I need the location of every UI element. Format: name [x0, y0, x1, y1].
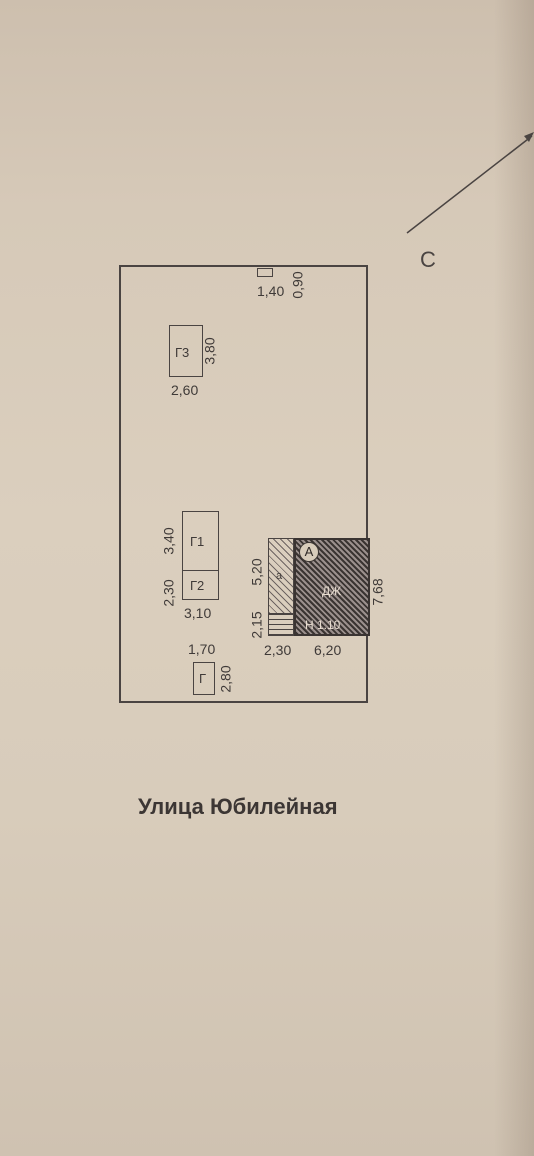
g3-letter: Г3 [175, 345, 190, 360]
g2-width-label: 3,10 [184, 605, 212, 621]
outbuilding-g3 [169, 325, 203, 377]
top-depth-label: 0,90 [289, 271, 306, 299]
veranda-a [268, 538, 294, 614]
house-marker-a: А [299, 542, 319, 562]
g2-letter: Г2 [190, 578, 205, 593]
north-label: С [420, 247, 436, 272]
g1-letter: Г1 [190, 534, 205, 549]
porch-depth-label: 2,15 [248, 611, 265, 639]
g-letter: Г [199, 671, 207, 686]
street-name: Улица Юбилейная [138, 794, 338, 819]
paper-edge-shadow [494, 0, 534, 1156]
porch-steps [268, 614, 294, 636]
house-depth-label: 7,68 [369, 578, 386, 606]
north-arrow-icon [406, 132, 534, 234]
veranda-width-label: 2,30 [264, 642, 292, 658]
g3-depth-label: 3,80 [201, 337, 218, 365]
land-plot-boundary [119, 265, 368, 703]
top-width-label: 1,40 [257, 283, 285, 299]
outbuilding-g2 [182, 570, 219, 600]
small-structure-outline [257, 268, 273, 277]
g-depth-label: 2,80 [217, 665, 234, 693]
g3-width-label: 2,60 [171, 382, 199, 398]
g1-depth-label: 3,40 [160, 527, 177, 555]
veranda-letter: а [276, 570, 283, 582]
outbuilding-g [193, 662, 215, 695]
g-width-label: 1,70 [188, 641, 216, 657]
house-width-label: 6,20 [314, 642, 342, 658]
house-floors-label: Н 1.10 [305, 618, 341, 632]
veranda-depth-label: 5,20 [248, 558, 265, 586]
g2-depth-label: 2,30 [160, 579, 177, 607]
house-zone-label: ДЖ [322, 584, 342, 598]
